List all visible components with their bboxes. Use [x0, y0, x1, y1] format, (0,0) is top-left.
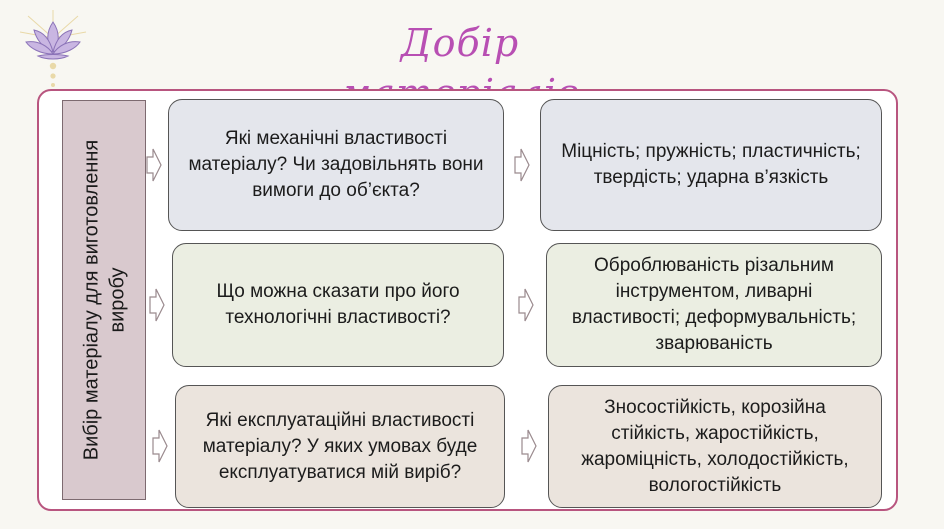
- side-label-bar: Вибір матеріалу для виготовлення виробу: [62, 100, 146, 500]
- answer-box-mechanical: Міцність; пружність; пластичність; тверд…: [540, 99, 882, 231]
- arrow-icon: [146, 147, 162, 183]
- side-label: Вибір матеріалу для виготовлення виробу: [78, 140, 130, 461]
- arrow-icon: [149, 287, 165, 323]
- question-box-mechanical: Які механічні властивості матеріалу? Чи …: [168, 99, 504, 231]
- answer-text: Зносостійкість, корозійна стійкість, жар…: [581, 396, 849, 496]
- question-text: Які механічні властивості матеріалу? Чи …: [188, 128, 484, 201]
- answer-text: Оброблюваність різальним інструментом, л…: [571, 255, 857, 354]
- side-label-line2: виробу: [106, 267, 128, 333]
- page-title: Добір матеріалів: [340, 21, 579, 115]
- arrow-icon: [521, 428, 537, 464]
- question-box-technological: Що можна сказати про його технологічні в…: [172, 243, 504, 367]
- arrow-icon: [518, 287, 534, 323]
- answer-text: Міцність; пружність; пластичність; тверд…: [561, 141, 861, 188]
- side-label-line1: Вибір матеріалу для виготовлення: [80, 139, 102, 461]
- answer-box-operational: Зносостійкість, корозійна стійкість, жар…: [548, 385, 882, 508]
- arrow-icon: [514, 147, 530, 183]
- answer-box-technological: Оброблюваність різальним інструментом, л…: [546, 243, 882, 367]
- question-text: Які експлуатаційні властивості матеріалу…: [202, 409, 478, 483]
- arrow-icon: [152, 428, 168, 464]
- lotus-icon: [19, 10, 87, 94]
- question-box-operational: Які експлуатаційні властивості матеріалу…: [175, 385, 505, 508]
- question-text: Що можна сказати про його технологічні в…: [216, 281, 460, 328]
